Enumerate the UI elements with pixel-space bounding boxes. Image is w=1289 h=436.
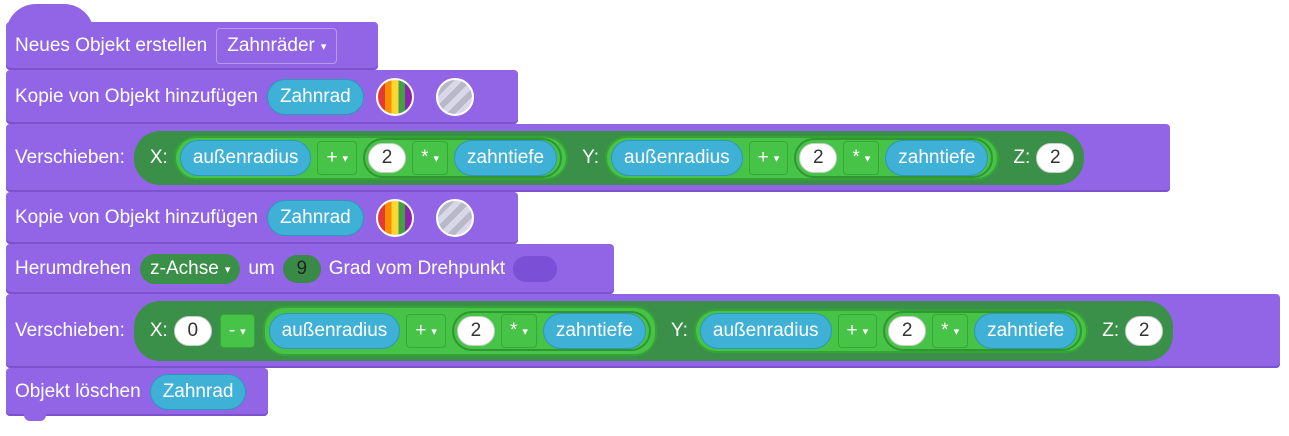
x-expression: außenradius +▾ 2 *▾ zahntiefe: [173, 136, 569, 180]
rainbow-swatch-icon[interactable]: [375, 199, 414, 237]
rainbow-swatch-icon[interactable]: [375, 78, 414, 116]
um-label: um: [248, 258, 275, 279]
x-number-0[interactable]: 0: [173, 316, 212, 346]
chevron-down-icon: ▾: [320, 40, 327, 53]
chevron-down-icon: ▾: [773, 152, 780, 165]
x-expression: außenradius +▾ 2 *▾ zahntiefe: [262, 306, 657, 356]
operator-symbol: *: [509, 320, 518, 341]
add-copy-label: Kopie von Objekt hinzufügen: [15, 207, 258, 228]
y-multiply-operator[interactable]: *▾: [932, 314, 969, 348]
x-variable[interactable]: außenradius: [179, 140, 312, 176]
vector-xyz: X: außenradius +▾ 2 *▾ zahntiefe Y: auße…: [133, 131, 1085, 185]
x-multiply-operator[interactable]: *▾: [412, 141, 449, 175]
operator-symbol: +: [757, 147, 769, 168]
vector-xyz: X: 0 -▾ außenradius +▾ 2 *▾ zahntiefe Y:…: [133, 301, 1174, 361]
z-number[interactable]: 2: [1125, 316, 1164, 346]
chevron-down-icon: ▾: [862, 325, 869, 338]
chevron-down-icon: ▾: [953, 325, 960, 338]
chevron-down-icon: ▾: [433, 152, 440, 165]
operator-symbol: *: [852, 147, 860, 168]
move-block[interactable]: Verschieben: X: außenradius +▾ 2 *▾ zahn…: [6, 124, 1170, 192]
x-multiply-expression: 2 *▾ zahntiefe: [363, 138, 563, 178]
y-expression: außenradius +▾ 2 *▾ zahntiefe: [693, 309, 1089, 353]
object-type-dropdown[interactable]: Zahnräder ▾: [216, 28, 338, 64]
degree-number[interactable]: 9: [282, 255, 321, 283]
operator-symbol: -: [228, 320, 236, 341]
rotate-block[interactable]: Herumdrehen z-Achse ▾ um 9 Grad vom Drehp…: [6, 244, 614, 294]
create-object-label: Neues Objekt erstellen: [15, 35, 208, 56]
x-operator[interactable]: +▾: [406, 314, 446, 348]
axis-dropdown[interactable]: z-Achse ▾: [140, 254, 241, 284]
x-minus-operator[interactable]: -▾: [219, 314, 255, 348]
move-block-2[interactable]: Verschieben: X: 0 -▾ außenradius +▾ 2 *▾…: [6, 294, 1280, 368]
degree-suffix-label: Grad vom Drehpunkt: [328, 258, 506, 279]
y-label: Y:: [582, 147, 600, 168]
y-number[interactable]: 2: [799, 143, 838, 173]
move-label: Verschieben:: [15, 147, 125, 168]
y-operator[interactable]: +▾: [837, 314, 878, 348]
delete-object-block[interactable]: Objekt löschen Zahnrad: [6, 368, 268, 416]
chevron-down-icon: ▾: [522, 325, 528, 338]
x-variable-2[interactable]: zahntiefe: [454, 140, 558, 176]
x-variable-2[interactable]: zahntiefe: [542, 313, 646, 349]
y-variable-2[interactable]: zahntiefe: [974, 313, 1078, 349]
axis-value: z-Achse: [150, 258, 219, 279]
y-expression: außenradius +▾ 2 *▾ zahntiefe: [605, 136, 1000, 180]
object-variable[interactable]: Zahnrad: [149, 374, 247, 410]
z-label: Z:: [1013, 147, 1031, 168]
object-type-value: Zahnräder: [227, 35, 315, 56]
y-label: Y:: [671, 320, 688, 341]
operator-symbol: +: [846, 320, 858, 341]
x-variable[interactable]: außenradius: [268, 313, 401, 349]
operator-symbol: *: [421, 147, 429, 168]
object-variable[interactable]: Zahnrad: [266, 200, 364, 236]
y-variable[interactable]: außenradius: [699, 313, 832, 349]
move-label: Verschieben:: [15, 320, 125, 341]
chevron-down-icon: ▾: [240, 325, 246, 338]
pivot-slot[interactable]: [513, 256, 558, 282]
x-label: X:: [149, 147, 168, 168]
x-operator[interactable]: +▾: [317, 141, 358, 175]
operator-symbol: +: [326, 147, 338, 168]
y-multiply-operator[interactable]: *▾: [843, 141, 880, 175]
x-label: X:: [149, 320, 168, 341]
x-multiply-operator[interactable]: *▾: [500, 314, 537, 348]
y-multiply-expression: 2 *▾ zahntiefe: [794, 138, 994, 178]
rotate-label: Herumdrehen: [15, 258, 132, 279]
x-number[interactable]: 2: [368, 143, 407, 173]
transparent-swatch-icon[interactable]: [435, 78, 474, 116]
chevron-down-icon: ▾: [342, 152, 349, 165]
z-number[interactable]: 2: [1036, 143, 1075, 173]
chevron-down-icon: ▾: [864, 152, 871, 165]
operator-symbol: *: [941, 320, 949, 341]
y-variable[interactable]: außenradius: [611, 140, 743, 176]
y-operator[interactable]: +▾: [748, 141, 789, 175]
delete-object-label: Objekt löschen: [15, 381, 141, 402]
chevron-down-icon: ▾: [224, 263, 231, 276]
add-copy-label: Kopie von Objekt hinzufügen: [15, 86, 258, 107]
y-variable-2[interactable]: zahntiefe: [885, 140, 989, 176]
x-multiply-expression: 2 *▾ zahntiefe: [451, 311, 651, 351]
add-copy-block[interactable]: Kopie von Objekt hinzufügen Zahnrad: [6, 70, 518, 124]
transparent-swatch-icon[interactable]: [435, 199, 474, 237]
operator-symbol: +: [415, 320, 427, 341]
create-object-block[interactable]: Neues Objekt erstellen Zahnräder ▾: [6, 22, 378, 70]
x-number[interactable]: 2: [456, 316, 495, 346]
object-variable[interactable]: Zahnrad: [266, 79, 364, 115]
chevron-down-icon: ▾: [431, 325, 437, 338]
y-multiply-expression: 2 *▾ zahntiefe: [883, 311, 1083, 351]
block-foot: [24, 411, 46, 421]
y-number[interactable]: 2: [888, 316, 927, 346]
z-label: Z:: [1102, 320, 1120, 341]
add-copy-block-2[interactable]: Kopie von Objekt hinzufügen Zahnrad: [6, 192, 518, 244]
